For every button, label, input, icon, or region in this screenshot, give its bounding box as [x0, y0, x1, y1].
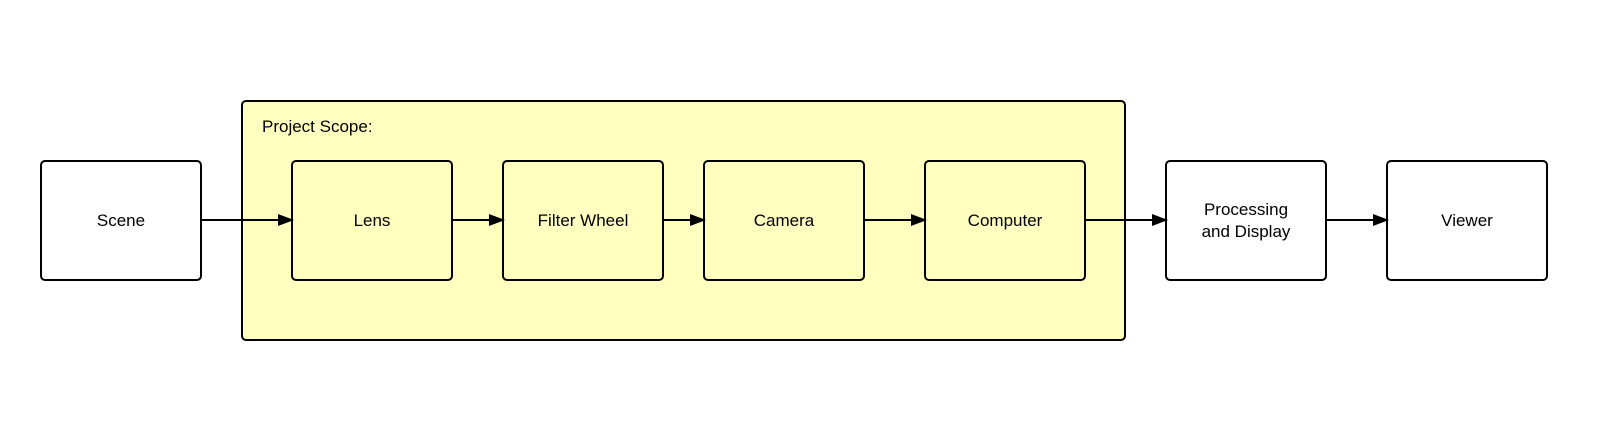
node-lens: Lens [291, 160, 453, 281]
node-label: Computer [967, 210, 1043, 230]
node-label: Filter Wheel [537, 210, 629, 230]
node-label: Viewer [1441, 210, 1493, 230]
node-viewer: Viewer [1386, 160, 1548, 281]
node-label: Camera [753, 210, 815, 230]
node-label: Processing and Display [1201, 199, 1291, 241]
node-camera: Camera [703, 160, 865, 281]
node-label: Scene [96, 210, 146, 230]
node-scene: Scene [40, 160, 202, 281]
node-filter-wheel: Filter Wheel [502, 160, 664, 281]
node-label: Lens [353, 210, 391, 230]
node-processing-and-display: Processing and Display [1165, 160, 1327, 281]
node-computer: Computer [924, 160, 1086, 281]
project-scope-label: Project Scope: [262, 117, 373, 136]
